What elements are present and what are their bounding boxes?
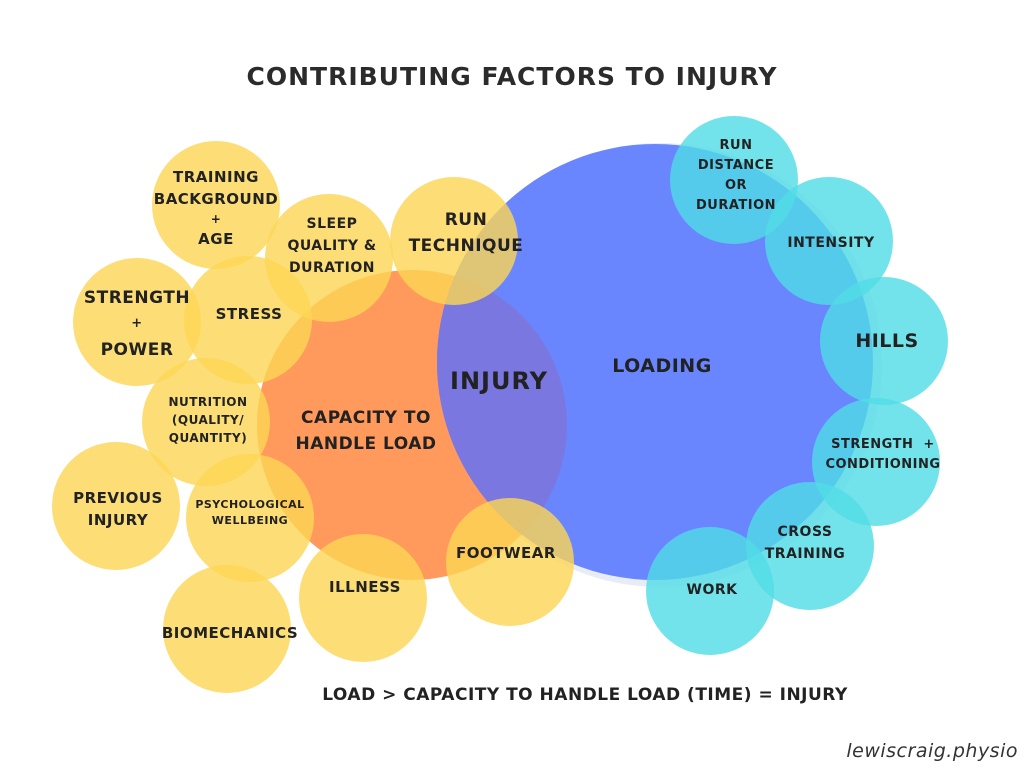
- label-training-background: TRAINING BACKGROUND + AGE: [153, 168, 279, 248]
- label-run-technique: RUN TECHNIQUE: [408, 210, 524, 256]
- label-sleep: SLEEP QUALITY & DURATION: [287, 216, 377, 276]
- label-hills: HILLS: [855, 330, 919, 352]
- label-run-distance: RUN DISTANCE OR DURATION: [695, 138, 777, 213]
- loading-label: LOADING: [612, 355, 712, 377]
- circle-training-background: [152, 141, 280, 269]
- label-nutrition: NUTRITION (QUALITY/ QUANTITY): [168, 395, 248, 445]
- circle-psychological: [186, 454, 314, 582]
- capacity-label: CAPACITY TO HANDLE LOAD: [295, 408, 437, 454]
- label-illness: ILLNESS: [329, 578, 401, 596]
- circle-work: [646, 527, 774, 655]
- injury-formula: LOAD > CAPACITY TO HANDLE LOAD (TIME) = …: [322, 685, 848, 705]
- diagram-title: CONTRIBUTING FACTORS TO INJURY: [246, 62, 778, 91]
- label-stress: STRESS: [215, 305, 283, 323]
- injury-label: INJURY: [450, 367, 548, 395]
- label-footwear: FOOTWEAR: [456, 544, 556, 562]
- circle-footwear: [446, 498, 574, 626]
- label-psychological: PSYCHOLOGICAL WELLBEING: [195, 498, 305, 527]
- circle-sleep: [265, 194, 393, 322]
- circle-hills: [820, 277, 948, 405]
- label-intensity: INTENSITY: [787, 235, 875, 251]
- label-previous-injury: PREVIOUS INJURY: [73, 489, 163, 529]
- circle-previous-injury: [52, 442, 180, 570]
- circle-biomechanics: [163, 565, 291, 693]
- label-biomechanics: BIOMECHANICS: [161, 624, 299, 642]
- circle-run-technique: [390, 177, 518, 305]
- label-work: WORK: [686, 582, 738, 598]
- label-strength-power: STRENGTH + POWER: [83, 288, 191, 360]
- label-strength-conditioning: STRENGTH + CONDITIONING: [825, 437, 941, 472]
- circle-illness: [299, 534, 427, 662]
- label-cross-training: CROSS TRAINING: [764, 524, 846, 562]
- watermark: lewiscraig.physio: [846, 740, 1018, 762]
